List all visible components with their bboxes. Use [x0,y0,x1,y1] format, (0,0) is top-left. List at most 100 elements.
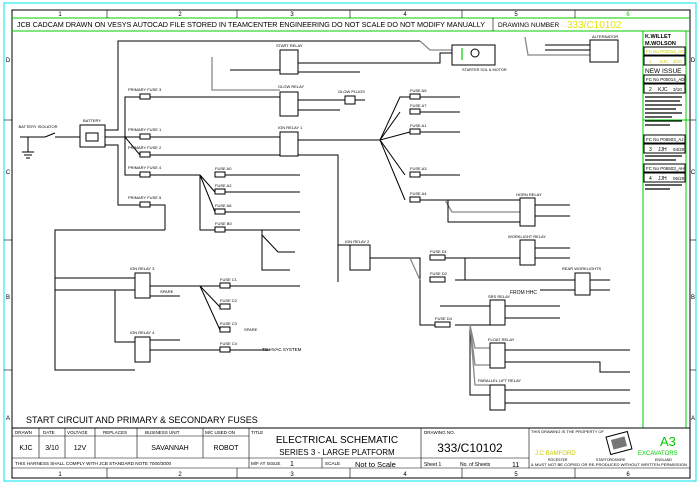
svg-text:1: 1 [290,461,294,468]
svg-text:FUSE A4: FUSE A4 [410,191,427,196]
svg-text:B: B [6,295,10,301]
svg-text:1: 1 [649,59,652,64]
ign-relay-2 [349,244,371,271]
svg-text:3: 3 [649,147,652,153]
alternator [589,39,619,63]
svg-text:THIS DRAWING IS THE PROPERTY O: THIS DRAWING IS THE PROPERTY OF [531,429,605,434]
drawing-number: 333/C10102 [567,20,622,31]
svg-text:D: D [6,58,11,64]
svg-text:1: 1 [58,472,62,478]
svg-text:2: 2 [649,87,652,93]
svg-text:M/C USED ON: M/C USED ON [205,430,235,435]
svg-text:1: 1 [58,12,62,18]
rear-worklights-relay [574,272,591,296]
svg-text:SAVANNAH: SAVANNAH [151,445,188,452]
svg-text:PRIMARY FUSE 5: PRIMARY FUSE 5 [128,195,162,200]
svg-text:SRS RELAY: SRS RELAY [488,294,510,299]
svg-text:Sheet 1: Sheet 1 [424,462,441,468]
glow-relay [279,91,299,117]
sheet-title: START CIRCUIT AND PRIMARY & SECONDARY FU… [26,415,258,425]
svg-text:THIS HARNESS SHALL COMPLY WITH: THIS HARNESS SHALL COMPLY WITH JCB STAND… [15,461,172,466]
drawing-title: ELECTRICAL SCHEMATIC [276,435,398,446]
svg-text:KJC: KJC [19,445,32,452]
svg-text:FLOAT RELAY: FLOAT RELAY [488,337,515,342]
wiring [20,36,630,404]
svg-text:3/10: 3/10 [673,59,682,64]
svg-text:REPLACES: REPLACES [103,430,127,435]
svg-text:KJC: KJC [658,87,668,93]
svg-text:A: A [691,416,695,422]
svg-text:TITLE: TITLE [251,430,263,435]
svg-text:3/10: 3/10 [45,445,59,452]
ign-relay-3 [134,272,151,299]
svg-text:J.C BAMFORD: J.C BAMFORD [535,451,576,457]
svg-text:DRAWING NO.: DRAWING NO. [424,430,455,435]
svg-text:11: 11 [512,462,519,469]
svg-text:TO HVAC SYSTEM: TO HVAC SYSTEM [262,347,302,352]
srs-relay [489,299,506,326]
svg-text:ALTERNATOR: ALTERNATOR [592,34,618,39]
svg-text:REAR WORKLIGHTS: REAR WORKLIGHTS [562,266,601,271]
svg-text:2: 2 [178,472,182,478]
svg-text:2: 2 [178,12,182,18]
svg-text:FUSE A7: FUSE A7 [410,103,427,108]
svg-text:FUSE A3: FUSE A3 [410,166,427,171]
svg-text:IGN RELAY 1: IGN RELAY 1 [278,125,303,130]
svg-text:04/20: 04/20 [673,147,685,152]
svg-text:EXCAVATORS: EXCAVATORS [638,451,678,457]
svg-text:6: 6 [626,472,630,478]
svg-text:FUSE C1: FUSE C1 [220,277,238,282]
outer-border [3,2,697,482]
svg-text:M/F AT ISSUE: M/F AT ISSUE [251,461,280,466]
jcb-logo [605,430,633,456]
svg-text:IGN RELAY 3: IGN RELAY 3 [130,266,155,271]
svg-text:6: 6 [626,12,630,18]
svg-text:FC No P06503_AH: FC No P06503_AH [646,166,685,171]
svg-text:No. of Sheets: No. of Sheets [460,462,491,468]
svg-text:NEW ISSUE: NEW ISSUE [645,68,682,75]
worklight-relay [519,239,536,266]
drawing-number-label: DRAWING NUMBER [498,22,559,29]
svg-text:SPARE: SPARE [160,289,174,294]
ign-relay-4 [134,336,151,363]
svg-text:FUSE A1: FUSE A1 [410,123,427,128]
svg-text:C: C [6,170,11,176]
banner-notice: JCB CADCAM DRAWN ON VESYS AUTOCAD FILE S… [17,20,485,29]
svg-text:4: 4 [403,472,407,478]
ign-relay-1 [279,131,299,157]
svg-text:333/C10102: 333/C10102 [437,441,503,455]
svg-text:PRIMARY FUSE 3: PRIMARY FUSE 3 [128,87,162,92]
svg-text:PRIMARY FUSE 2: PRIMARY FUSE 2 [128,145,162,150]
svg-text:PRIMARY FUSE 1: PRIMARY FUSE 1 [128,127,162,132]
svg-text:FUSE B0: FUSE B0 [215,221,232,226]
svg-text:Not to Scale: Not to Scale [355,460,396,469]
svg-text:BUSINESS UNIT: BUSINESS UNIT [145,430,180,435]
svg-text:HORN RELAY: HORN RELAY [516,192,542,197]
svg-text:KJC: KJC [660,59,669,64]
svg-text:3: 3 [290,12,294,18]
svg-text:D: D [691,58,696,64]
svg-text:JJH: JJH [658,176,667,182]
parallel-lift-relay [489,384,506,411]
svg-text:A: A [6,416,10,422]
svg-text:ROBOT: ROBOT [214,445,240,452]
svg-text:FC No P06503_AJ: FC No P06503_AJ [646,137,684,142]
svg-text:SPARE: SPARE [244,327,258,332]
svg-text:4: 4 [403,12,407,18]
svg-text:5: 5 [514,472,518,478]
svg-text:12V: 12V [74,445,87,452]
svg-text:FUSE C4: FUSE C4 [220,341,238,346]
starter-solenoid [451,44,496,66]
svg-text:IGN RELAY 4: IGN RELAY 4 [130,330,155,335]
svg-text:3/10: 3/10 [673,87,682,92]
svg-text:DRAWN: DRAWN [15,430,32,435]
svg-text:GLOW PLUGS: GLOW PLUGS [338,89,365,94]
svg-text:& MUST NOT BE COPIED OR RE-PRO: & MUST NOT BE COPIED OR RE-PRODUCED WITH… [531,463,688,467]
svg-text:FUSE A6: FUSE A6 [215,203,232,208]
svg-text:PRIMARY FUSE 4: PRIMARY FUSE 4 [128,165,162,170]
svg-text:FUSE C2: FUSE C2 [220,298,238,303]
svg-text:FC No P00014_AC: FC No P00014_AC [646,49,685,54]
svg-text:ROCESTER: ROCESTER [548,458,568,462]
svg-text:FUSE A5: FUSE A5 [410,88,427,93]
